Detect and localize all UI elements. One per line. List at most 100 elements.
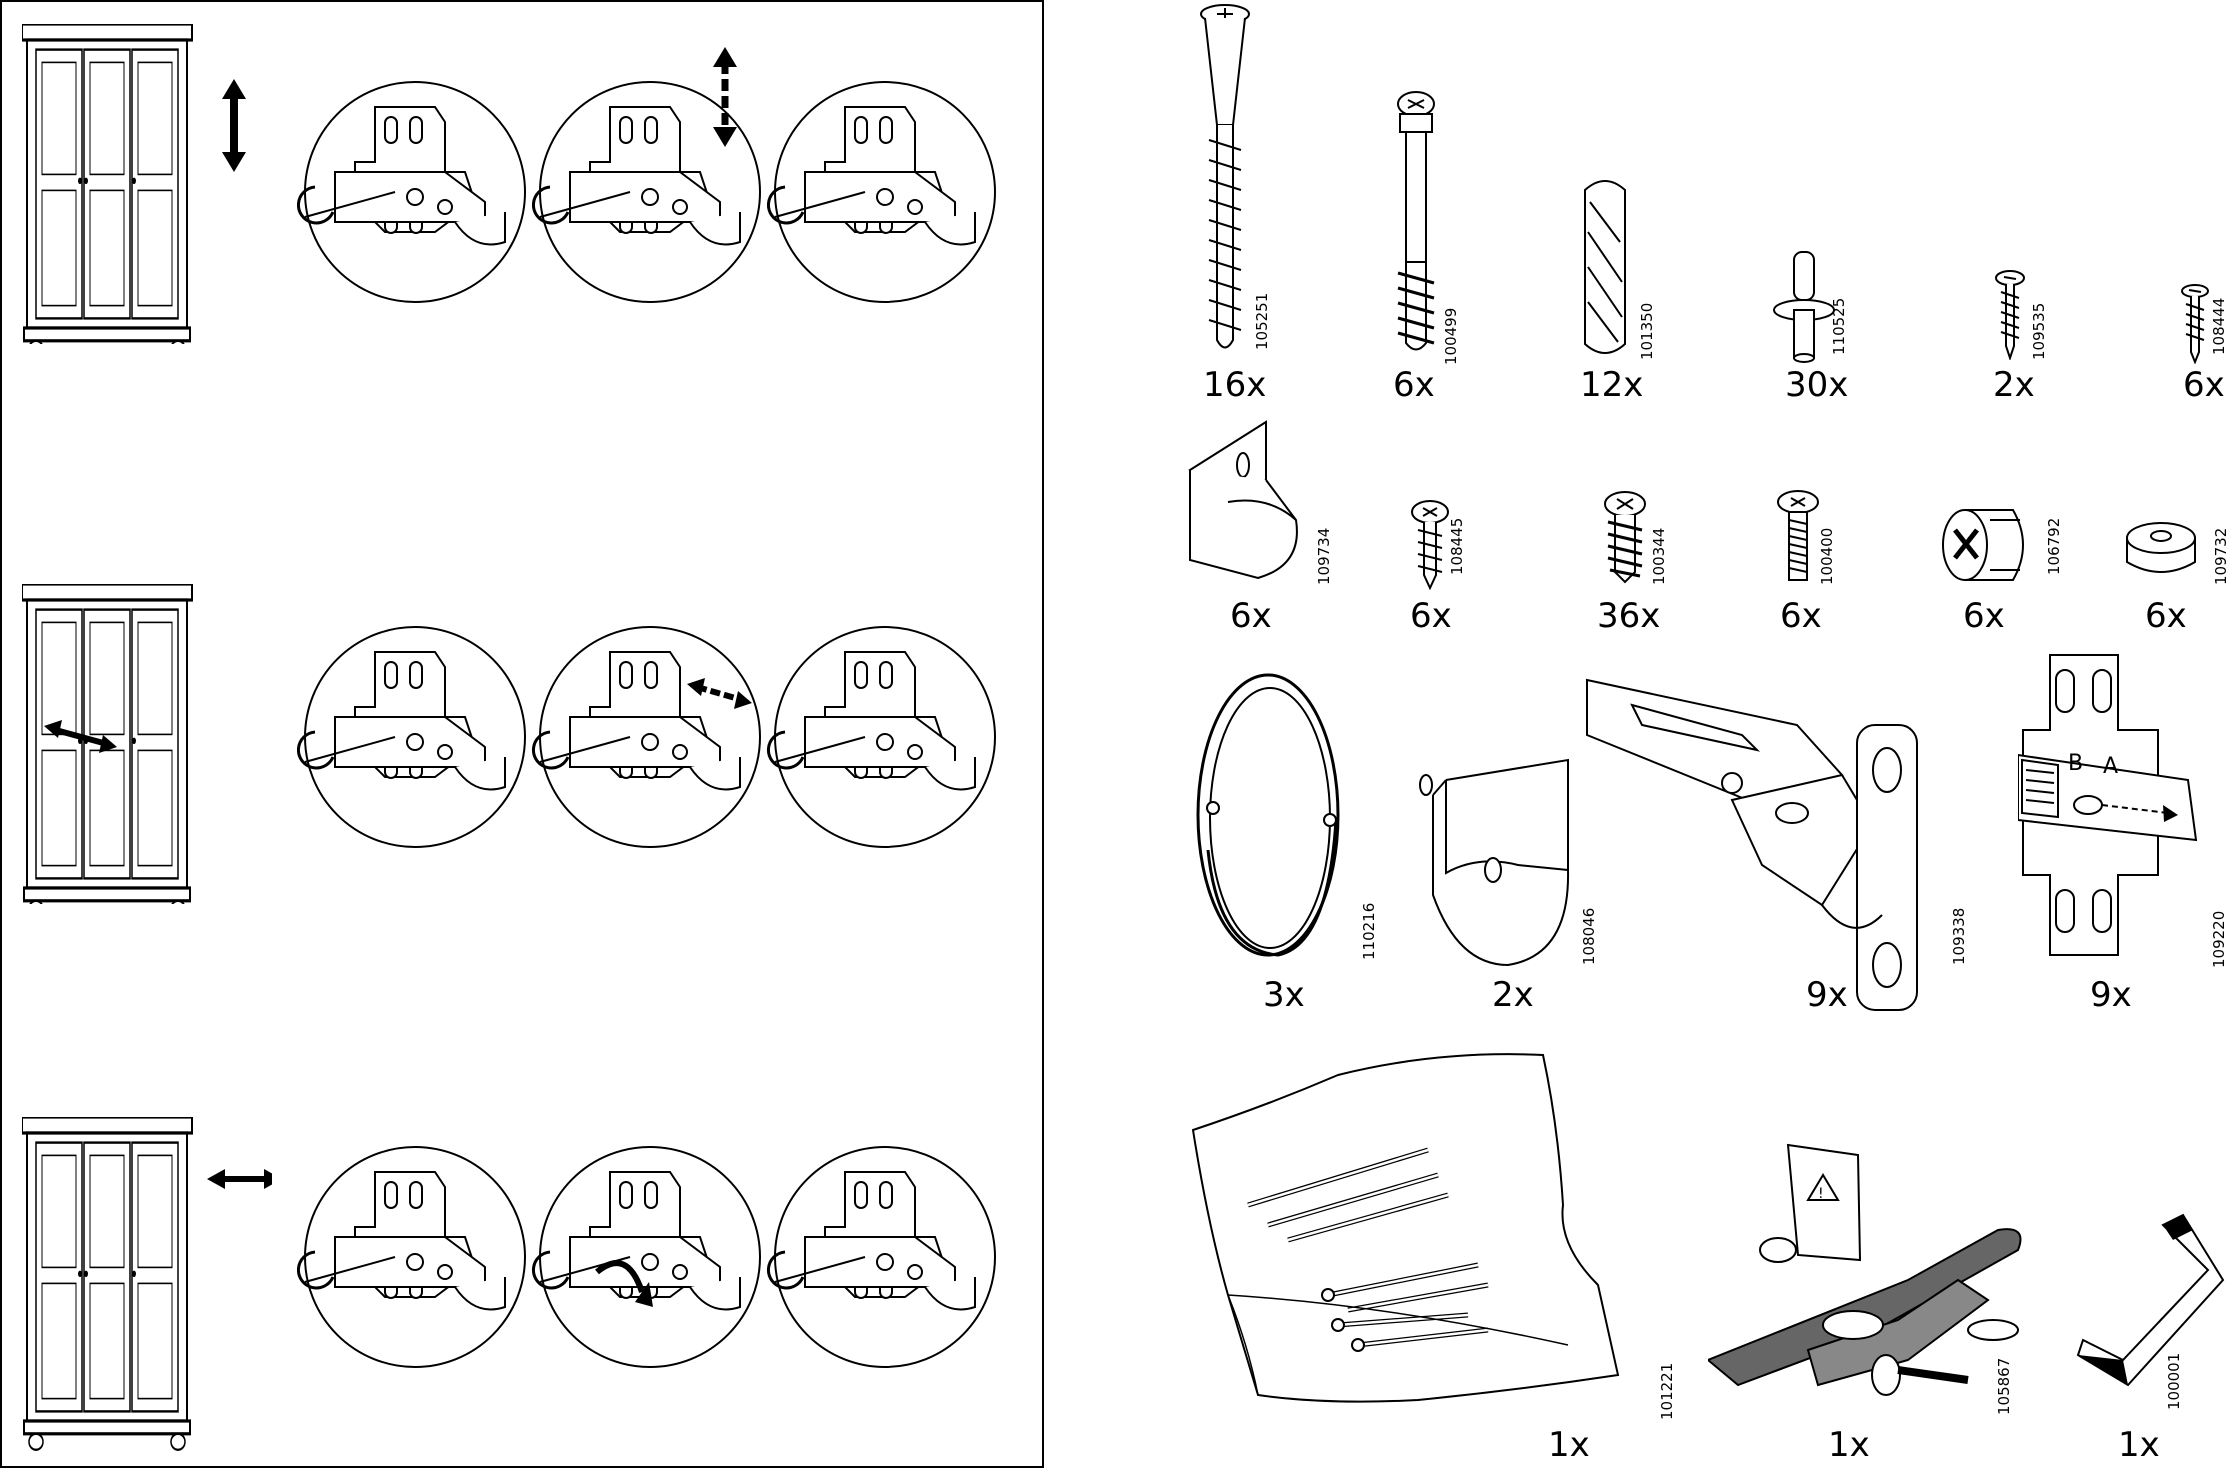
part-code: 100344 (1650, 527, 1668, 585)
part-wall-strap: ! (1708, 1140, 2038, 1400)
horizontal-arrow-icon (687, 678, 752, 709)
angle-bracket-icon (1188, 420, 1298, 580)
mount-plate-icon: B A (2018, 654, 2198, 956)
plate-letter-a: A (2103, 754, 2118, 779)
nail-bag-icon (1191, 1053, 1620, 1403)
hinge-detail-circle (297, 625, 527, 849)
part-quantity: 1x (1828, 1425, 1870, 1465)
part-code: 109732 (2212, 527, 2230, 585)
svg-text:!: ! (1818, 1186, 1824, 1202)
part-cam-bolt (1388, 88, 1444, 368)
part-rail-support (1418, 755, 1578, 970)
part-nail-bag (1188, 1045, 1648, 1445)
part-hinge (1582, 665, 1942, 1015)
part-washer-ring (2125, 520, 2197, 582)
step-depth-adjust (2, 1097, 1042, 1452)
part-screw-machine (1775, 490, 1821, 585)
wardrobe-illustration (22, 584, 194, 904)
part-quantity: 16x (1203, 365, 1267, 405)
cam-lock-icon (1942, 509, 2024, 581)
part-dowel (1580, 172, 1630, 362)
part-code: 106792 (2045, 517, 2063, 575)
part-code: 109338 (1950, 907, 1968, 965)
part-quantity: 6x (2145, 596, 2187, 636)
allen-key-icon (2076, 1213, 2225, 1387)
part-screw-small-b (2175, 282, 2215, 364)
hinge-detail-sequence (297, 47, 997, 304)
dowel-icon (1584, 180, 1626, 354)
part-quantity: 36x (1597, 596, 1661, 636)
cam-bolt-icon (1397, 91, 1435, 351)
part-angle-bracket (1188, 420, 1308, 585)
hinge-icon (1586, 678, 1918, 1011)
part-code: 110216 (1360, 902, 1378, 960)
part-screw-short (1600, 490, 1650, 585)
hinge-detail-circle (531, 1145, 762, 1369)
part-code: 108444 (2210, 297, 2228, 355)
part-shelf-pin (1770, 250, 1840, 365)
hinge-detail-circle (766, 625, 997, 849)
step-lateral-adjust (2, 562, 1042, 904)
part-code: 105867 (1995, 1357, 2013, 1415)
part-quantity: 2x (1492, 975, 1534, 1015)
part-code: 101350 (1638, 302, 1656, 360)
vertical-arrow-icon (222, 79, 246, 172)
part-quantity: 3x (1263, 975, 1305, 1015)
part-cam-lock (1935, 500, 2035, 590)
part-quantity: 1x (1548, 1425, 1590, 1465)
rail-support-icon (1419, 758, 1570, 967)
wardrobe-illustration (22, 1117, 272, 1452)
part-quantity: 6x (2183, 365, 2225, 405)
part-quantity: 6x (1780, 596, 1822, 636)
part-code: 108445 (1448, 517, 1466, 575)
wardrobe-illustration (22, 24, 246, 344)
part-quantity: 12x (1580, 365, 1644, 405)
part-quantity: 6x (1230, 596, 1272, 636)
part-allen-key (2068, 1210, 2228, 1410)
hinge-detail-circle (531, 625, 762, 849)
horizontal-arrow-icon (44, 720, 117, 753)
part-code: 109220 (2210, 910, 2228, 968)
hinge-detail-circle (766, 1145, 997, 1369)
part-mount-plate: B A (2018, 645, 2218, 965)
part-screw-small-a (1990, 268, 2030, 360)
horizontal-arrow-icon (207, 1169, 272, 1189)
rail-ring-icon (1196, 673, 1340, 957)
part-quantity: 6x (1393, 365, 1435, 405)
plate-letter-b: B (2068, 751, 2083, 776)
machine-screw-icon (1777, 490, 1819, 581)
part-quantity: 2x (1993, 365, 2035, 405)
wall-strap-icon: ! (1708, 1143, 2022, 1396)
part-quantity: 9x (1806, 975, 1848, 1015)
part-code: 101221 (1658, 1362, 1676, 1420)
step-vertical-adjust (2, 2, 1042, 344)
part-screw-pan (1408, 500, 1452, 590)
hinge-detail-circle (766, 80, 997, 304)
adjustment-instructions-panel (0, 0, 1044, 1468)
shelf-pin-icon (1773, 251, 1835, 363)
washer-ring-icon (2126, 522, 2196, 573)
part-code: 105251 (1253, 292, 1271, 350)
part-code: 109734 (1315, 527, 1333, 585)
hinge-detail-sequence (297, 625, 997, 849)
part-quantity: 30x (1785, 365, 1849, 405)
part-quantity: 1x (2118, 1425, 2160, 1465)
part-code: 100499 (1442, 307, 1460, 365)
long-screw-icon (1200, 4, 1250, 349)
part-quantity: 9x (2090, 975, 2132, 1015)
part-code: 100001 (2165, 1352, 2183, 1410)
part-code: 109535 (2030, 302, 2048, 360)
part-code: 100400 (1818, 527, 1836, 585)
part-quantity: 6x (1410, 596, 1452, 636)
rotate-arrow-icon (595, 1260, 653, 1307)
part-screw-long (1195, 0, 1255, 370)
hinge-detail-circle (297, 80, 527, 304)
wood-screw-icon (1995, 270, 2025, 360)
part-rail-ring (1188, 670, 1348, 970)
vertical-arrow-icon (713, 47, 737, 147)
part-quantity: 6x (1963, 596, 2005, 636)
short-screw-icon (1604, 491, 1646, 584)
pan-screw-icon (1411, 500, 1449, 590)
hinge-detail-circle (297, 1145, 527, 1369)
wood-screw-icon (2181, 284, 2209, 364)
